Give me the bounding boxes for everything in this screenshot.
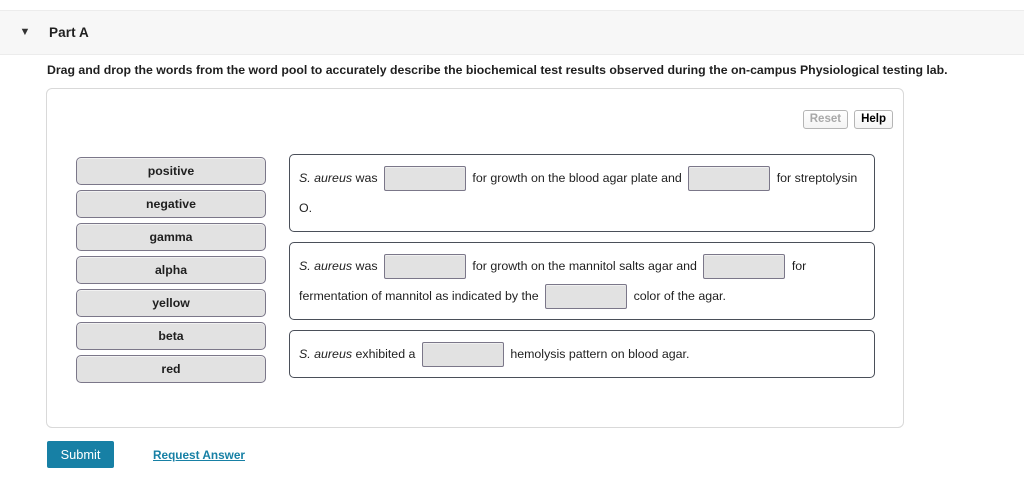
sentence-text: for growth on the blood agar plate and <box>468 171 686 185</box>
sentence-blood-agar: S. aureus was for growth on the blood ag… <box>289 154 875 232</box>
drop-target-blank[interactable] <box>383 254 466 280</box>
word-pool-item[interactable]: gamma <box>76 223 266 251</box>
sentence-text: was <box>352 171 381 185</box>
request-answer-link[interactable]: Request Answer <box>153 447 245 462</box>
sentence-text: color of the agar. <box>630 289 726 303</box>
submit-button[interactable]: Submit <box>47 441 114 468</box>
drop-target-blank[interactable] <box>383 166 466 192</box>
sentence-text: for growth on the mannitol salts agar an… <box>468 259 701 273</box>
word-pool-item[interactable]: yellow <box>76 289 266 317</box>
sentence-hemolysis: S. aureus exhibited a hemolysis pattern … <box>289 330 875 378</box>
species-name: S. aureus <box>299 171 353 185</box>
chevron-down-icon[interactable]: ▼ <box>19 26 31 38</box>
reset-button[interactable]: Reset <box>802 110 849 129</box>
species-name: S. aureus <box>299 347 353 361</box>
page-title: Part A <box>49 25 89 40</box>
sentence-text: hemolysis pattern on blood agar. <box>506 347 690 361</box>
instruction-text: Drag and drop the words from the word po… <box>47 63 948 77</box>
panel-toolbar: Reset Help <box>802 110 893 129</box>
word-pool-item[interactable]: positive <box>76 157 266 185</box>
word-pool-item[interactable]: red <box>76 355 266 383</box>
word-pool-item[interactable]: beta <box>76 322 266 350</box>
species-name: S. aureus <box>299 259 353 273</box>
word-pool-item[interactable]: negative <box>76 190 266 218</box>
answer-panel: Reset Help positive negative gamma alpha yel… <box>46 88 904 428</box>
help-button[interactable]: Help <box>854 110 893 129</box>
sentence-list: S. aureus was for growth on the blood ag… <box>289 154 875 388</box>
part-header-bar: ▼ Part A <box>0 10 1024 55</box>
drop-target-blank[interactable] <box>421 342 504 368</box>
sentence-text: for fermentation of mannitol as indicate… <box>299 259 807 303</box>
footer-actions: Submit Request Answer <box>47 441 245 468</box>
drop-target-blank[interactable] <box>688 166 771 192</box>
drop-target-blank[interactable] <box>545 284 628 310</box>
word-pool: positive negative gamma alpha yellow beta red <box>76 157 266 388</box>
sentence-text: was <box>352 259 381 273</box>
sentence-text: for streptolysin O. <box>299 171 858 215</box>
sentence-text: exhibited a <box>352 347 419 361</box>
sentence-mannitol: S. aureus was for growth on the mannitol… <box>289 242 875 320</box>
drop-target-blank[interactable] <box>703 254 786 280</box>
word-pool-item[interactable]: alpha <box>76 256 266 284</box>
